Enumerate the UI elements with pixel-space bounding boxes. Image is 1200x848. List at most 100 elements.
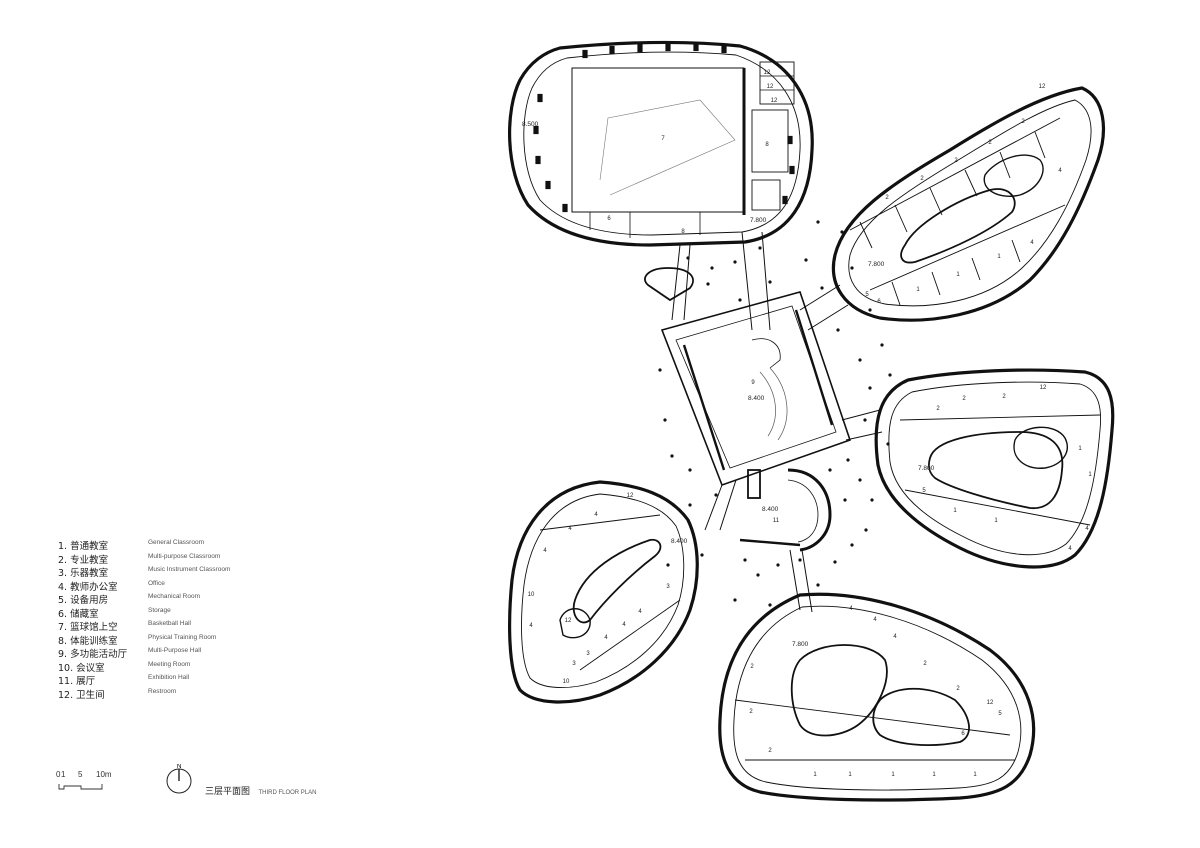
structural-column [670, 454, 674, 458]
legend-item-zh: 10. 会议室 [58, 662, 105, 674]
structural-column [840, 230, 844, 234]
structural-column [706, 282, 710, 286]
room-label: 12 [1040, 385, 1047, 391]
room-label: 1 [953, 508, 957, 514]
room-label: 1 [813, 772, 817, 778]
room-label: 1 [956, 272, 960, 278]
room-label: 2 [749, 709, 753, 715]
structural-column [688, 468, 692, 472]
legend-item-en: General Classroom [148, 539, 204, 546]
structural-column [850, 543, 854, 547]
legend-item-en: Office [148, 579, 165, 587]
room-label: 3 [572, 661, 576, 667]
structural-column [714, 493, 718, 497]
room-partition [964, 169, 978, 197]
legend-item-zh: 7. 篮球馆上空 [58, 622, 118, 633]
structural-column [776, 563, 780, 567]
wall-pier [562, 203, 568, 213]
structural-column [710, 266, 714, 270]
legend-item-zh: 9. 多功能活动厅 [58, 649, 128, 660]
structural-column [863, 418, 867, 422]
room-label: 1 [997, 254, 1001, 260]
structural-column [743, 558, 747, 562]
structural-column [768, 280, 772, 284]
legend-item-zh: 12. 卫生间 [58, 689, 105, 701]
central-hall [660, 284, 883, 613]
room-label: 4 [1058, 168, 1062, 174]
ne-wing-partitions [859, 131, 1046, 306]
legend-item-en: Multi-Purpose Hall [148, 647, 202, 654]
scale-bar-graphic [58, 784, 103, 790]
wall-pier [537, 93, 543, 103]
room-label: 2 [962, 396, 966, 402]
ne-wing [832, 86, 1105, 322]
legend-item-en: Restroom [148, 687, 177, 695]
north-arrow: N [164, 763, 196, 796]
room-label: 2 [920, 176, 924, 182]
room-label: 6 [961, 731, 965, 737]
room-label: 1 [973, 772, 977, 778]
wall-pier [582, 49, 588, 59]
structural-column [828, 468, 832, 472]
legend-item-en: Mechanical Room [148, 593, 201, 600]
structural-column [870, 498, 874, 502]
room-partition [1011, 239, 1021, 263]
legend-item-zh: 6. 储藏室 [58, 608, 99, 620]
room-label: 5 [922, 488, 926, 494]
wall-pier [782, 195, 788, 205]
structural-column [868, 386, 872, 390]
room-label: 1 [848, 772, 852, 778]
legend-item-en: Multi-purpose Classroom [148, 552, 221, 560]
room-label: 2 [1002, 394, 1006, 400]
structural-column [833, 560, 837, 564]
room-label: 4 [893, 634, 897, 640]
room-label: 4 [529, 623, 533, 629]
room-label: 1 [1078, 446, 1082, 452]
structural-column [816, 583, 820, 587]
elevation-exhibition: 8.400 [762, 506, 779, 513]
room-label: 3 [666, 584, 670, 590]
legend-item-en: Music Instrument Classroom [148, 566, 231, 573]
room-label: 4 [604, 635, 608, 641]
room-label: 1 [891, 772, 895, 778]
room-label: 2 [956, 686, 960, 692]
north-arrow-icon: N [166, 763, 192, 794]
structural-column [816, 220, 820, 224]
legend-item-zh: 11. 展厅 [58, 676, 96, 687]
room-label: 2 [750, 664, 754, 670]
structural-column [666, 563, 670, 567]
room-label: 7 [661, 136, 665, 142]
elevation-east-wing: 7.800 [918, 465, 935, 472]
structural-column [733, 598, 737, 602]
room-label: 2 [936, 406, 940, 412]
north-label: N [176, 764, 181, 770]
legend-item-zh: 2. 专业教室 [58, 554, 109, 566]
wall-pier [787, 135, 793, 145]
legend-item-zh: 8. 体能训练室 [58, 635, 118, 647]
scale-label-1: 1 [61, 770, 66, 779]
room-label: 4 [849, 606, 853, 612]
room-label: 1 [1088, 472, 1092, 478]
room-partition [894, 204, 908, 233]
room-label: 4 [1030, 240, 1034, 246]
room-label: 4 [594, 512, 598, 518]
room-label: 4 [873, 617, 877, 623]
structural-column [846, 458, 850, 462]
elevation-hall: 8.400 [748, 395, 765, 402]
structural-column [756, 573, 760, 577]
elevation-south-wing: 7.800 [792, 641, 809, 648]
structural-column [798, 558, 802, 562]
room-label: 8 [765, 142, 769, 148]
room-label: 5 [865, 292, 869, 298]
room-label: 2 [923, 661, 927, 667]
structural-column [843, 498, 847, 502]
room-label: 12 [767, 84, 774, 90]
room-label: 1 [994, 518, 998, 524]
structural-column [858, 358, 862, 362]
scale-bar: 0 1 5 10m [56, 770, 116, 794]
scale-label-5: 5 [78, 770, 83, 779]
structural-column [868, 308, 872, 312]
legend-item-zh: 5. 设备用房 [58, 595, 109, 606]
room-label: 10 [563, 679, 570, 685]
